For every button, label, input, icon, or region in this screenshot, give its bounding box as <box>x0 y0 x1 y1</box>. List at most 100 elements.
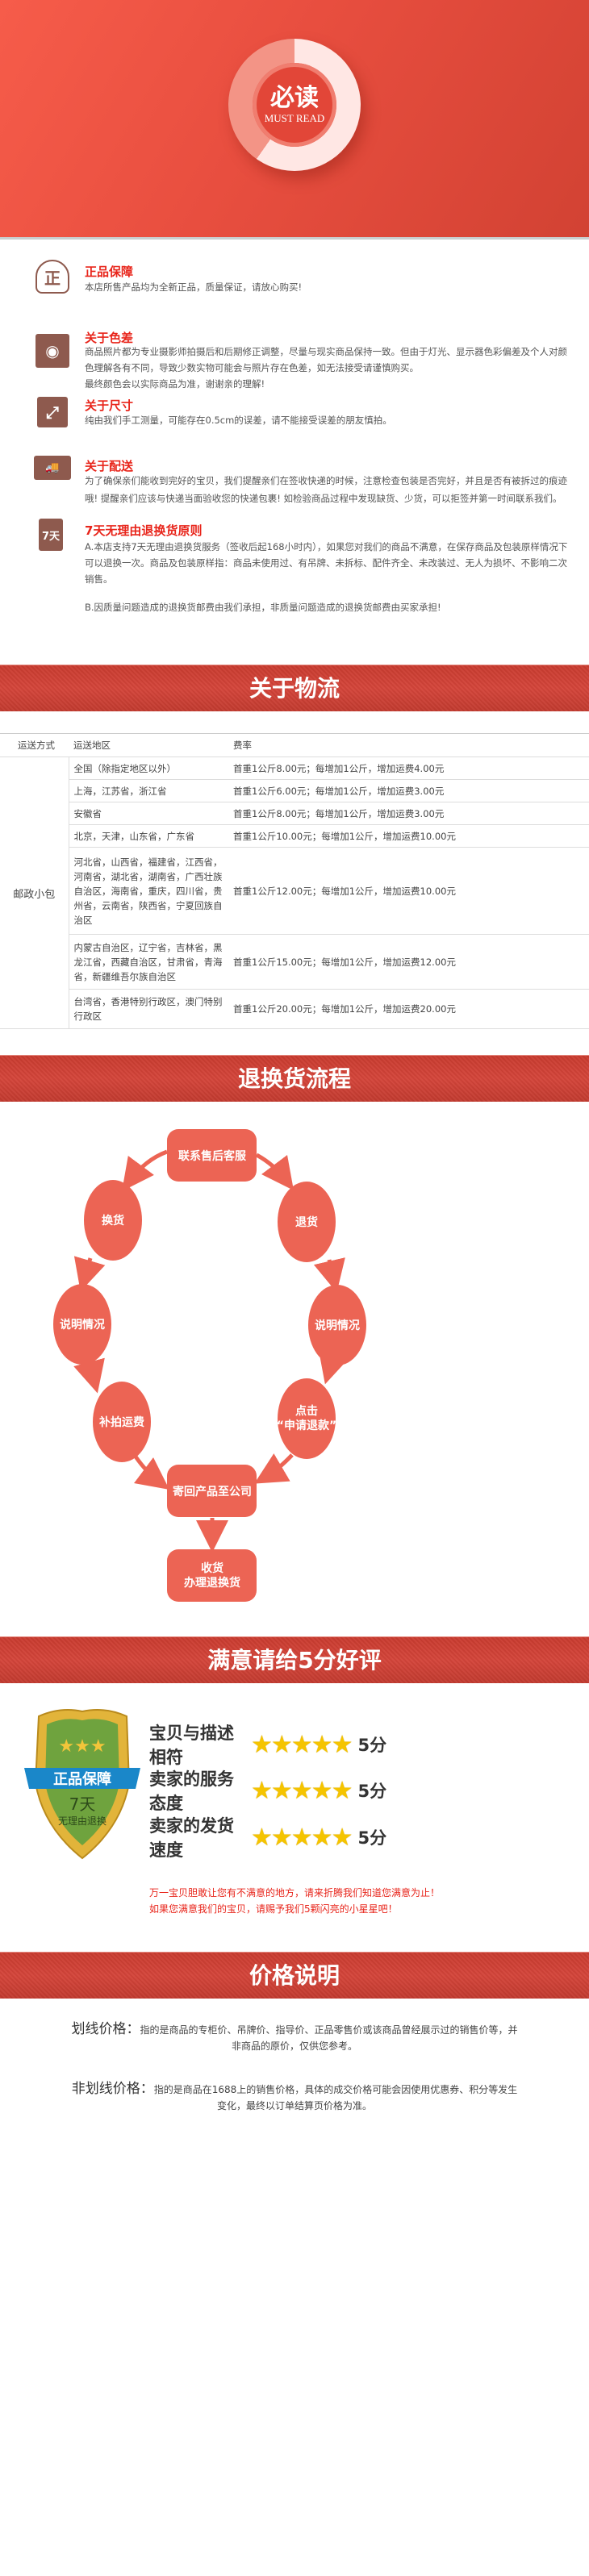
shipping-table: 运送方式 运送地区 费率 邮政小包 全国（除指定地区以外） 首重1公斤8.00元… <box>0 733 589 1029</box>
step-label: 寄回产品至公司 <box>173 1485 252 1498</box>
arrow <box>254 1453 294 1484</box>
five-stars-icon: ★★★★★ <box>251 1776 353 1805</box>
table-row: 台湾省，香港特别行政区，澳门特别行政区首重1公斤20.00元；每增加1公斤，增加… <box>0 989 589 1029</box>
arrow <box>133 1455 169 1490</box>
step-label: 退货 <box>295 1215 318 1229</box>
shipping-method: 邮政小包 <box>0 757 69 1029</box>
info-title: 7天无理由退换货原则 <box>85 523 203 538</box>
step-pay-shipping <box>93 1382 151 1462</box>
info-text: 最终颜色会以实际商品为准，谢谢亲的理解! <box>85 378 265 390</box>
arrow <box>122 1149 168 1192</box>
must-read-title: 必读 <box>270 84 319 112</box>
info-title: 关于色差 <box>85 331 134 345</box>
step-label: 换货 <box>102 1214 124 1228</box>
logistics-banner: 关于物流 <box>0 665 589 711</box>
info-text: 本店所售产品均为全新正品，质量保证，请放心购买! <box>85 281 303 293</box>
header-fee: 费率 <box>228 733 589 757</box>
rating-label: 卖家的发货速度 <box>149 1816 234 1860</box>
resize-arrow-icon: ⤢ <box>37 397 68 427</box>
seven-days-icon: 7天 <box>39 519 63 551</box>
rating-banner: 满意请给5分好评 <box>0 1636 589 1683</box>
rating-row: 卖家的发货速度 ★★★★★ 5分 <box>149 1813 386 1861</box>
step-explain-left <box>53 1284 111 1365</box>
must-read-subtitle: MUST READ <box>264 112 325 124</box>
must-read-ring: 必读 MUST READ <box>228 39 361 171</box>
price-item-regular: 非划线价格：指的是商品在1688上的销售价格，具体的成交价格可能会因使用优惠券、… <box>69 2081 520 2114</box>
fee-cell: 首重1公斤15.00元；每增加1公斤，增加运费12.00元 <box>228 934 589 990</box>
table-row: 河北省，山西省，福建省，江西省，河南省，湖北省，湖南省，广西壮族自治区，海南省，… <box>0 847 589 935</box>
price-text: 指的是商品在1688上的销售价格，具体的成交价格可能会因使用优惠券、积分等发生变… <box>153 2084 518 2111</box>
table-row: 北京，天津，山东省，广东省首重1公斤10.00元；每增加1公斤，增加运费10.0… <box>0 824 589 848</box>
step-label: 说明情况 <box>315 1319 360 1332</box>
header-method: 运送方式 <box>0 733 69 757</box>
camera-icon: ◉ <box>36 334 69 368</box>
step-return <box>278 1182 336 1262</box>
truck-icon: 🚚 <box>34 456 71 480</box>
region-cell: 安徽省 <box>69 802 228 825</box>
hero-banner: 必读 MUST READ <box>0 0 589 240</box>
fee-cell: 首重1公斤10.00元；每增加1公斤，增加运费10.00元 <box>228 824 589 848</box>
info-text: 商品照片都为专业摄影师拍摄后和后期修正调整，尽量与现实商品保持一致。但由于灯光、… <box>85 346 567 373</box>
fee-cell: 首重1公斤20.00元；每增加1公斤，增加运费20.00元 <box>228 989 589 1029</box>
return-flowchart: 联系售后客服 换货 退货 说明情况 说明情况 补拍运费 点击 “申请退款” 寄回… <box>53 1129 366 1602</box>
step-exchange <box>84 1180 142 1261</box>
hands-icon: 正 <box>36 260 69 294</box>
step-receive <box>167 1549 257 1602</box>
region-cell: 河北省，山西省，福建省，江西省，河南省，湖北省，湖南省，广西壮族自治区，海南省，… <box>69 847 228 935</box>
step-apply-refund <box>278 1378 336 1459</box>
table-row: 安徽省首重1公斤8.00元；每增加1公斤，增加运费3.00元 <box>0 802 589 825</box>
info-text: 为了确保亲们能收到完好的宝贝，我们提醒亲们在签收快递的时候，注意检查包装是否完好… <box>85 475 567 504</box>
price-item-strikethrough: 划线价格：指的是商品的专柜价、吊牌价、指导价、正品零售价或该商品曾经展示过的销售… <box>69 2021 520 2054</box>
step-explain-right <box>308 1285 366 1365</box>
region-cell: 上海，江苏省，浙江省 <box>69 779 228 802</box>
rating-row: 卖家的服务态度 ★★★★★ 5分 <box>149 1766 386 1815</box>
region-cell: 全国（除指定地区以外） <box>69 757 228 780</box>
arrow <box>73 1256 106 1292</box>
info-text: 纯由我们手工测量，可能存在0.5cm的误差，请不能接受误差的朋友慎拍。 <box>85 415 392 426</box>
step-label: 点击 <box>295 1404 318 1418</box>
step-label: 补拍运费 <box>98 1415 144 1429</box>
step-label: “申请退款” <box>277 1419 336 1432</box>
rating-label: 卖家的服务态度 <box>149 1769 234 1813</box>
badge-title: 正品保障 <box>53 1770 111 1788</box>
price-label: 划线价格： <box>71 2021 140 2037</box>
info-text: B.因质量问题造成的退换货邮费由我们承担，非质量问题造成的退换货邮费由买家承担! <box>85 602 441 613</box>
rating-note: 万一宝贝胆敢让您有不满意的地方，请来折腾我们知道您满意为止！ <box>149 1887 441 1899</box>
fee-cell: 首重1公斤6.00元；每增加1公斤，增加运费3.00元 <box>228 779 589 802</box>
rating-note: 如果您满意我们的宝贝，请赐予我们5颗闪亮的小星星吧！ <box>149 1903 398 1915</box>
info-title: 正品保障 <box>85 265 134 279</box>
five-stars-icon: ★★★★★ <box>251 1823 353 1852</box>
info-title: 关于尺寸 <box>85 398 134 413</box>
badge-subtitle: 无理由退换 <box>58 1815 107 1827</box>
fee-cell: 首重1公斤8.00元；每增加1公斤，增加运费3.00元 <box>228 802 589 825</box>
genuine-guarantee-shield-icon: ★★★ 正品保障 7天 无理由退换 <box>24 1709 140 1860</box>
region-cell: 台湾省，香港特别行政区，澳门特别行政区 <box>69 989 228 1029</box>
arrow <box>255 1153 294 1190</box>
region-cell: 北京，天津，山东省，广东省 <box>69 824 228 848</box>
rating-score: 5分 <box>357 1782 387 1801</box>
table-row: 邮政小包 全国（除指定地区以外） 首重1公斤8.00元；每增加1公斤，增加运费4… <box>0 757 589 1029</box>
table-row: 内蒙古自治区，辽宁省，吉林省，黑龙江省，西藏自治区，甘肃省，青海省，新疆维吾尔族… <box>0 934 589 990</box>
must-read-badge: 必读 MUST READ <box>253 63 336 147</box>
fee-cell: 首重1公斤12.00元；每增加1公斤，增加运费10.00元 <box>228 847 589 935</box>
header-region: 运送地区 <box>69 733 228 757</box>
step-contact-service <box>167 1129 257 1182</box>
step-label: 说明情况 <box>60 1318 105 1332</box>
table-header: 运送方式 运送地区 费率 <box>0 733 589 757</box>
step-label: 办理退换货 <box>184 1576 240 1590</box>
step-label: 收货 <box>201 1561 223 1575</box>
rating-score: 5分 <box>357 1736 387 1755</box>
returns-banner: 退换货流程 <box>0 1055 589 1102</box>
region-cell: 内蒙古自治区，辽宁省，吉林省，黑龙江省，西藏自治区，甘肃省，青海省，新疆维吾尔族… <box>69 934 228 990</box>
step-label: 联系售后客服 <box>178 1149 247 1163</box>
svg-text:★★★: ★★★ <box>58 1736 106 1757</box>
five-stars-icon: ★★★★★ <box>251 1730 353 1759</box>
rating-label: 宝贝与描述相符 <box>149 1724 234 1767</box>
rating-score: 5分 <box>357 1828 387 1848</box>
info-title: 关于配送 <box>85 459 134 473</box>
arrow <box>313 1257 345 1293</box>
step-send-back <box>167 1465 257 1517</box>
info-text: A.本店支持7天无理由退换货服务（签收后起168小时内），如果您对我们的商品不满… <box>85 541 568 585</box>
fee-cell: 首重1公斤8.00元；每增加1公斤，增加运费4.00元 <box>228 757 589 780</box>
rating-row: 宝贝与描述相符 ★★★★★ 5分 <box>149 1720 386 1769</box>
